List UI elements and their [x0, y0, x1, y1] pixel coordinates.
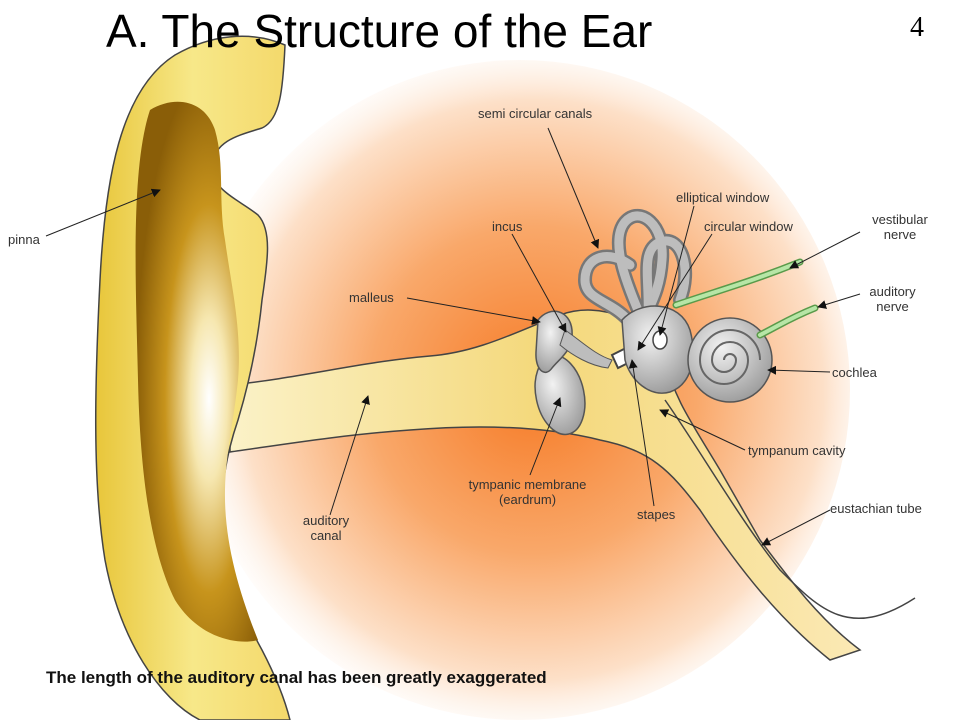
label-tympanic-membrane-line2: (eardrum)	[498, 492, 557, 507]
label-tympanic-membrane: tympanic membrane (eardrum)	[450, 477, 605, 507]
slide-title: A. The Structure of the Ear	[106, 5, 653, 57]
label-stapes: stapes	[637, 507, 676, 522]
label-vestibular-nerve-line2: nerve	[883, 227, 917, 242]
label-auditory-nerve: auditory nerve	[855, 284, 930, 314]
slide-caption: The length of the auditory canal has bee…	[46, 668, 547, 687]
label-pinna: pinna	[8, 232, 40, 247]
pinna-pointer	[45, 188, 161, 237]
label-auditory-nerve-line1: auditory	[869, 284, 916, 299]
elliptical-window-pointer	[657, 205, 695, 336]
label-cochlea: cochlea	[832, 365, 877, 380]
malleus-pointer	[406, 297, 541, 325]
incus-shape	[559, 329, 613, 369]
label-vestibular-nerve-line1: vestibular	[872, 212, 928, 227]
incus-pointer	[511, 233, 567, 333]
semicircular-canals-pointer	[547, 127, 600, 249]
label-pointers	[45, 127, 861, 546]
label-auditory-canal: auditory canal	[296, 513, 356, 543]
cochlea-shape	[687, 317, 773, 403]
eustachian-tube-outline	[664, 399, 916, 620]
stapes-pointer	[628, 359, 655, 507]
cochlea-pointer	[767, 365, 831, 375]
label-elliptical-window: elliptical window	[676, 190, 770, 205]
label-vestibular-nerve: vestibular nerve	[860, 212, 940, 242]
label-circular-window: circular window	[704, 219, 793, 234]
tympanic-membrane-pointer	[529, 397, 562, 476]
label-semicircular-canals: semi circular canals	[478, 106, 593, 121]
label-auditory-nerve-line2: nerve	[876, 299, 909, 314]
concha-shape	[135, 101, 258, 642]
label-tympanum-cavity: tympanum cavity	[748, 443, 846, 458]
label-tympanic-membrane-line1: tympanic membrane	[468, 477, 587, 492]
label-malleus: malleus	[349, 290, 394, 305]
auditory-nerve-pointer	[817, 293, 861, 309]
auditory-canal-pointer	[329, 395, 370, 516]
label-auditory-canal-line1: auditory	[302, 513, 350, 528]
slide-number: 4	[910, 12, 924, 43]
circular-window-pointer	[637, 233, 713, 351]
auditory-canal-shape	[229, 309, 862, 661]
eustachian-tube-pointer	[761, 509, 831, 546]
vestibular-nerve-pointer	[789, 231, 861, 269]
label-incus: incus	[492, 219, 523, 234]
label-auditory-canal-line2: canal	[310, 528, 342, 543]
tympanum-cavity-pointer	[659, 409, 746, 451]
label-eustachian-tube: eustachian tube	[830, 501, 922, 516]
